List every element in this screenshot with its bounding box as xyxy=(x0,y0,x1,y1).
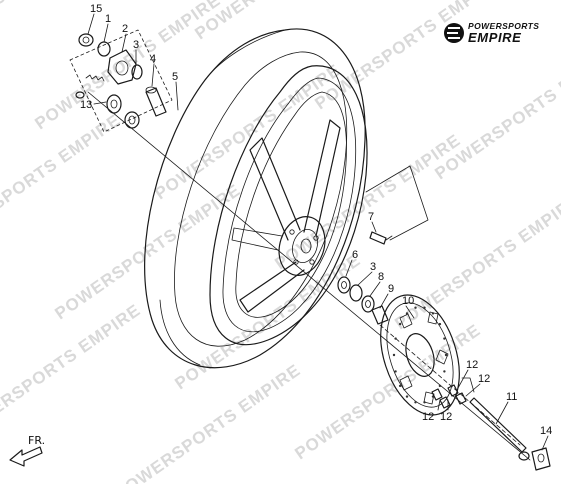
callout-3: 3 xyxy=(133,39,139,51)
callout-7: 7 xyxy=(368,211,374,223)
callout-8: 8 xyxy=(378,271,384,283)
direction-label: FR. xyxy=(28,434,45,447)
callout-12c: 12 xyxy=(422,411,434,423)
disc-vent-hole xyxy=(431,312,435,315)
watermark-text: POWERSPORTS EMPIRE xyxy=(311,0,504,113)
watermark-text: POWERSPORTS EMPIRE xyxy=(111,360,304,484)
disc-vent-hole xyxy=(405,395,409,398)
part-bearing xyxy=(106,94,122,114)
part-seal-6 xyxy=(337,276,351,294)
brand-logo: POWERSPORTS EMPIRE xyxy=(444,21,539,45)
part-spacer-9 xyxy=(371,305,389,325)
brand-line2: EMPIRE xyxy=(468,30,521,45)
callout-1: 1 xyxy=(105,13,111,25)
disc-vent-hole xyxy=(398,322,402,326)
brand-line1: POWERSPORTS xyxy=(468,21,539,31)
axle-centerline-dashed xyxy=(379,324,521,446)
part-seal xyxy=(124,111,140,129)
disc-vent-hole xyxy=(443,370,446,373)
brand-emblem-icon xyxy=(444,23,464,43)
part-bolts-12 xyxy=(431,377,475,409)
watermark-text: POWERSPORTS EMPIRE xyxy=(431,40,561,183)
disc-vent-hole xyxy=(398,384,402,388)
wheel-rim xyxy=(209,65,368,346)
callout-12d: 12 xyxy=(440,411,452,423)
part-valve-7 xyxy=(369,231,393,245)
part-seal-3 xyxy=(131,64,143,80)
callout-3b: 3 xyxy=(370,261,376,273)
callout-6: 6 xyxy=(352,249,358,261)
watermark-text: POWERSPORTS EMPIRE xyxy=(191,0,384,43)
disc-vent-hole xyxy=(394,370,397,373)
part-spacer-4 xyxy=(145,86,167,117)
callout-5: 5 xyxy=(172,71,178,83)
part-nut-14 xyxy=(531,447,551,471)
callout-labels: 15 1 2 3 4 5 13 7 6 3 8 9 10 12 12 12 12… xyxy=(80,3,552,437)
watermark-text: POWERSPORTS EMPIRE xyxy=(271,130,464,273)
valve-pointer-lines xyxy=(365,165,429,241)
callout-4: 4 xyxy=(150,53,156,65)
arrow-left-icon xyxy=(9,446,43,467)
front-direction-indicator: FR. xyxy=(9,434,45,467)
callout-14: 14 xyxy=(540,425,552,437)
watermark-text: POWERSPORTS EMPIRE xyxy=(0,300,144,443)
watermark-text: POWERSPORTS EMPIRE xyxy=(171,250,364,393)
disc-vent-hole xyxy=(423,306,426,309)
axle-centerline xyxy=(87,91,531,461)
callout-12b: 12 xyxy=(478,373,490,385)
callout-10: 10 xyxy=(402,295,414,307)
part-brake-disc-10 xyxy=(380,294,460,416)
disc-vent-hole xyxy=(414,401,417,404)
callout-12a: 12 xyxy=(466,359,478,371)
watermark-text: POWERSPORTS EMPIRE xyxy=(0,110,124,253)
disc-vent-hole xyxy=(405,312,409,315)
disc-vent-hole xyxy=(394,337,397,340)
speedo-group-box xyxy=(69,29,173,133)
part-bearing-8 xyxy=(361,295,375,313)
callout-9: 9 xyxy=(388,283,394,295)
callout-11: 11 xyxy=(506,391,517,403)
callout-15: 15 xyxy=(90,3,102,15)
watermark-text: POWERSPORTS EMPIRE xyxy=(391,190,561,333)
part-nut-15 xyxy=(78,33,94,47)
part-washer-1 xyxy=(97,41,111,57)
disc-vent-hole xyxy=(443,337,446,340)
callout-13: 13 xyxy=(80,99,92,111)
part-gear-housing-2 xyxy=(107,49,137,85)
disc-vent-hole xyxy=(392,353,396,357)
disc-vent-hole xyxy=(423,401,426,404)
part-spring-13 xyxy=(75,74,105,99)
disc-vent-hole xyxy=(444,353,448,357)
leader-lines xyxy=(87,13,549,451)
part-bearing-3 xyxy=(349,284,363,302)
disc-vent-hole xyxy=(438,384,442,388)
part-axle-11 xyxy=(469,397,530,461)
disc-vent-hole xyxy=(438,322,442,326)
disc-vent-hole xyxy=(414,306,417,309)
callout-2: 2 xyxy=(122,23,128,35)
